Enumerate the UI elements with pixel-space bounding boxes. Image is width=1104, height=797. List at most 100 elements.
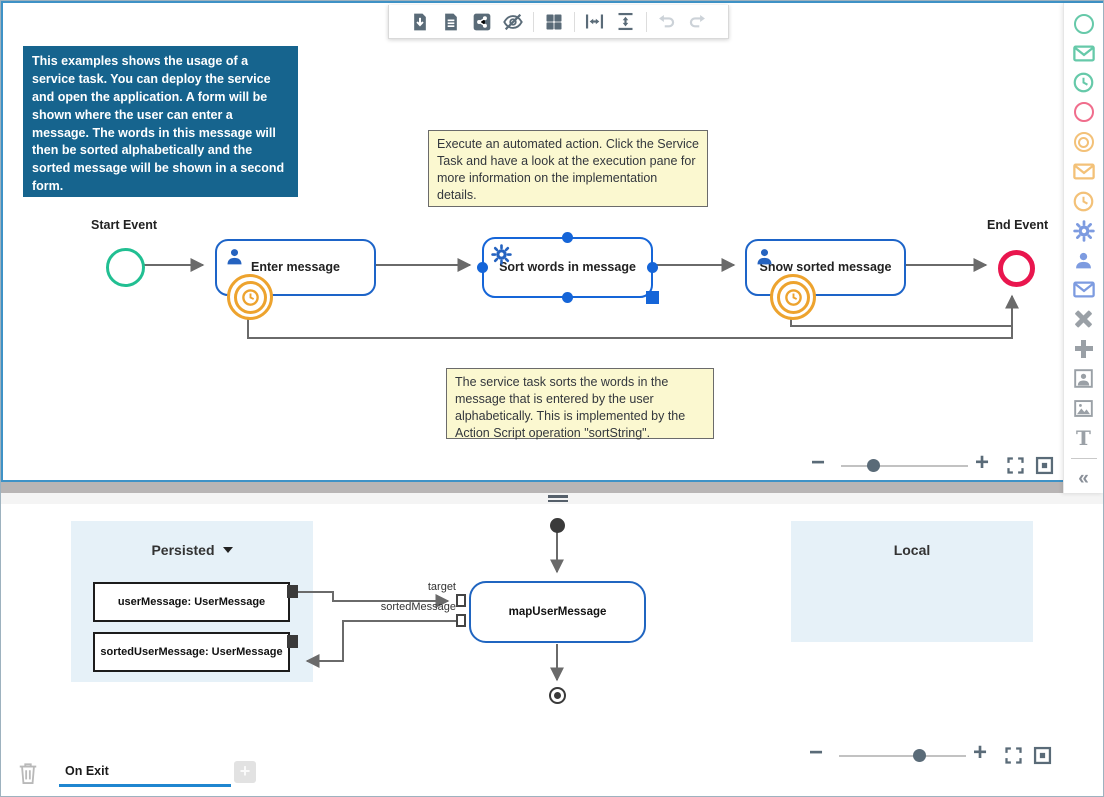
center-view-icon[interactable] [1032, 745, 1053, 766]
palette-collapse-button[interactable]: « [1064, 463, 1104, 493]
start-event-label: Start Event [91, 218, 157, 232]
map-usermessage-node[interactable]: mapUserMessage [469, 581, 646, 643]
palette-start-event[interactable] [1064, 9, 1104, 39]
x-gateway-icon [1075, 310, 1093, 328]
document-report-icon[interactable] [440, 11, 462, 33]
user-icon [1076, 252, 1091, 269]
end-event[interactable] [998, 250, 1035, 287]
collapse-icon: « [1078, 467, 1089, 489]
palette-alternative-gateway[interactable] [1064, 305, 1104, 335]
element-palette: T « [1063, 3, 1103, 493]
zoom-in-button[interactable]: + [973, 739, 988, 766]
user-icon [227, 249, 242, 265]
canvas-zoom-controls: − + [805, 449, 1065, 479]
palette-message-intermediate-event[interactable] [1064, 157, 1104, 187]
palette-service-task[interactable] [1064, 216, 1104, 246]
download-file-icon[interactable] [409, 11, 431, 33]
zoom-in-button[interactable]: + [975, 449, 990, 476]
zoom-slider-handle[interactable] [913, 749, 926, 762]
image-icon [1074, 399, 1093, 417]
zoom-out-button[interactable]: − [811, 449, 826, 476]
gear-icon [491, 244, 512, 265]
note-sort-explanation[interactable]: The service task sorts the words in the … [446, 368, 714, 440]
chevron-down-icon [222, 547, 233, 553]
task-show-sorted[interactable]: Show sorted message [745, 239, 906, 296]
boundary-timer-event[interactable] [227, 274, 273, 320]
start-event[interactable] [106, 248, 145, 287]
port-label-target: target [427, 581, 456, 593]
selection-handle-top[interactable] [562, 232, 573, 243]
plus-gateway-icon [1074, 339, 1093, 358]
local-header: Local [791, 542, 1033, 558]
task-sort-words[interactable]: Sort words in message [482, 237, 653, 298]
palette-intermediate-event[interactable] [1064, 127, 1104, 157]
pane-resize-handle[interactable] [548, 495, 568, 502]
palette-message-start-event[interactable] [1064, 39, 1104, 69]
toolbar-separator [573, 11, 575, 32]
undo-icon[interactable] [656, 11, 678, 33]
fit-width-icon[interactable] [584, 11, 606, 33]
envelope-icon [1072, 163, 1095, 180]
selection-handle-right[interactable] [647, 262, 658, 273]
local-title: Local [893, 542, 931, 558]
editor-toolbar [388, 5, 729, 39]
palette-parallel-gateway[interactable] [1064, 334, 1104, 364]
connector-stub[interactable] [287, 585, 298, 598]
toolbar-separator [532, 11, 534, 32]
mapping-zoom-controls: − + [803, 739, 1063, 769]
add-tab-button[interactable]: + [234, 761, 256, 783]
data-item-usermessage[interactable]: userMessage: UserMessage [93, 582, 290, 622]
palette-timer-intermediate-event[interactable] [1064, 186, 1104, 216]
palette-user-dialog[interactable] [1064, 364, 1104, 394]
zoom-slider-handle[interactable] [867, 459, 880, 472]
gear-icon [1072, 219, 1095, 242]
task-label: Enter message [251, 259, 340, 274]
grid-layout-icon[interactable] [543, 11, 565, 33]
note-service-task[interactable]: Execute an automated action. Click the S… [428, 130, 708, 207]
initial-state-node[interactable] [550, 518, 565, 533]
process-annotation[interactable]: This examples shows the usage of a servi… [23, 46, 298, 197]
zoom-slider-track [839, 755, 966, 757]
persisted-header[interactable]: Persisted [71, 542, 313, 558]
timer-ring [233, 280, 267, 314]
selection-resize-handle[interactable] [646, 291, 659, 304]
fit-height-icon[interactable] [615, 11, 637, 33]
share-icon[interactable] [471, 11, 493, 33]
local-section: Local [791, 521, 1033, 642]
input-port-sortedmessage[interactable] [456, 614, 466, 627]
tab-on-exit[interactable]: On Exit [65, 764, 109, 778]
center-view-icon[interactable] [1034, 455, 1055, 476]
palette-image[interactable] [1064, 393, 1104, 423]
redo-icon[interactable] [687, 11, 709, 33]
clock-icon [1073, 191, 1094, 211]
text-tool-icon: T [1076, 425, 1091, 450]
palette-user-task[interactable] [1064, 246, 1104, 276]
persisted-title: Persisted [151, 542, 215, 558]
palette-message-task[interactable] [1064, 275, 1104, 305]
palette-timer-start-event[interactable] [1064, 68, 1104, 98]
selection-handle-left[interactable] [477, 262, 488, 273]
final-state-node[interactable] [549, 687, 566, 704]
palette-divider [1070, 458, 1097, 460]
input-port-target[interactable] [456, 594, 466, 607]
task-label: Sort words in message [499, 259, 636, 274]
end-event-icon [1073, 102, 1094, 123]
task-label: Show sorted message [759, 259, 892, 274]
hide-connectors-icon[interactable] [502, 11, 524, 33]
fit-screen-icon[interactable] [1005, 455, 1026, 476]
zoom-out-button[interactable]: − [809, 739, 824, 766]
envelope-icon [1072, 281, 1095, 298]
data-item-sortedusermessage[interactable]: sortedUserMessage: UserMessage [93, 632, 290, 672]
user-icon [757, 249, 772, 265]
boundary-timer-event[interactable] [770, 274, 816, 320]
trash-icon[interactable] [17, 761, 39, 785]
clock-icon [241, 288, 259, 306]
connector-stub[interactable] [287, 635, 298, 648]
selection-handle-bottom[interactable] [562, 292, 573, 303]
palette-end-event[interactable] [1064, 98, 1104, 128]
fit-screen-icon[interactable] [1003, 745, 1024, 766]
intermediate-event-icon [1073, 132, 1094, 153]
user-dialog-icon [1074, 369, 1093, 388]
palette-text[interactable]: T [1064, 423, 1104, 453]
